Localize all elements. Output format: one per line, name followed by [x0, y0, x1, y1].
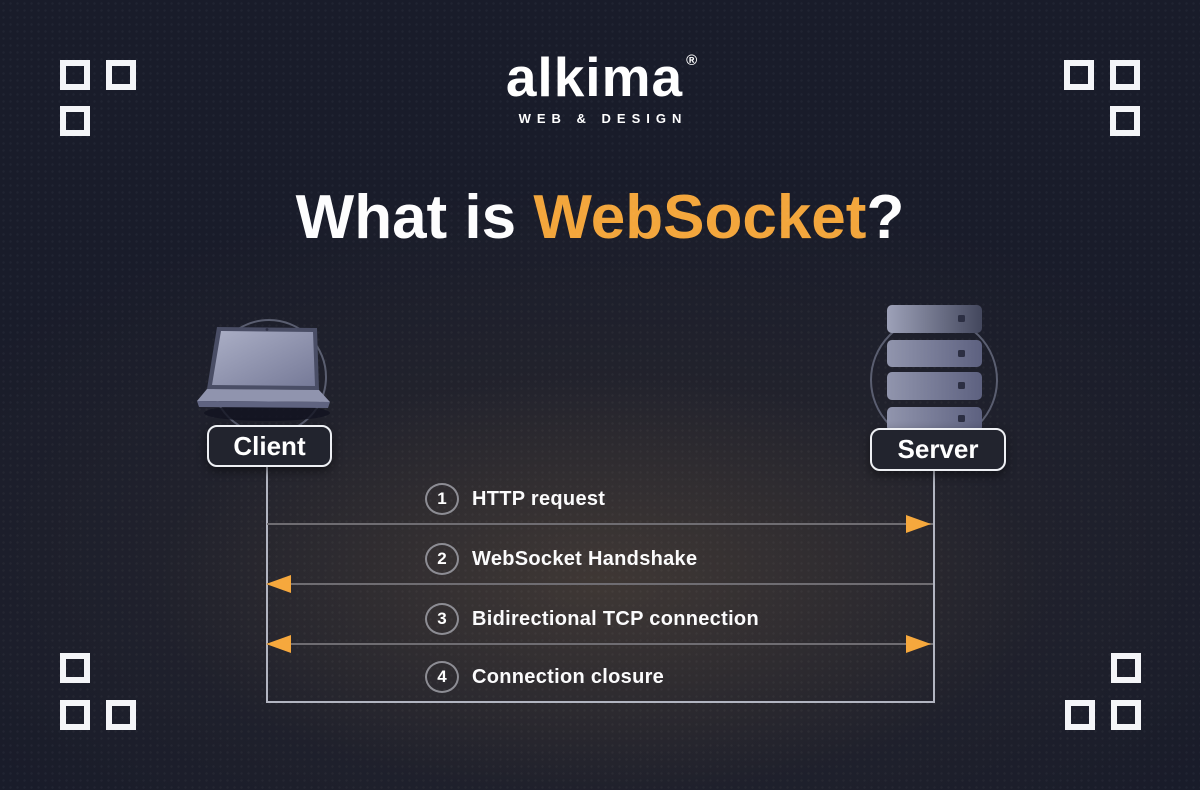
step-label: Connection closure	[472, 665, 665, 688]
arrowhead-left-icon	[266, 635, 291, 653]
brand-logo: alkima® WEB & DESIGN	[0, 50, 1200, 127]
deco-square	[1110, 60, 1140, 90]
deco-square	[60, 653, 90, 683]
deco-square	[1110, 106, 1140, 136]
deco-square	[60, 106, 90, 136]
laptop-icon	[197, 319, 330, 425]
client-label: Client	[207, 425, 332, 467]
deco-square	[1111, 700, 1141, 730]
step-label: WebSocket Handshake	[472, 547, 698, 570]
registered-trademark-symbol: ®	[686, 52, 698, 69]
deco-square	[1065, 700, 1095, 730]
arrowhead-right-icon	[906, 635, 931, 653]
server-label-text: Server	[897, 434, 979, 464]
step-number-badge: 1	[425, 483, 459, 515]
page-title: What is WebSocket?	[0, 182, 1200, 253]
title-prefix: What is	[295, 183, 534, 252]
deco-square	[60, 60, 90, 90]
deco-square	[1111, 653, 1141, 683]
step-connection-closure: 4 Connection closure	[425, 660, 664, 694]
step-http-request: 1 HTTP request	[425, 482, 605, 516]
message-line-http-request	[267, 523, 933, 525]
step-number-badge: 4	[425, 661, 459, 693]
client-label-text: Client	[233, 430, 306, 461]
title-highlight: WebSocket	[533, 183, 867, 252]
server-icon	[870, 305, 998, 432]
deco-square	[1064, 60, 1094, 90]
deco-square	[60, 700, 90, 730]
arrowhead-left-icon	[266, 575, 291, 593]
message-line-websocket-handshake	[267, 583, 933, 585]
step-label: Bidirectional TCP connection	[472, 607, 759, 630]
step-label: HTTP request	[472, 487, 606, 510]
brand-tagline: WEB & DESIGN	[518, 111, 688, 126]
message-line-bidirectional-tcp	[267, 643, 933, 645]
step-bidirectional-tcp: 3 Bidirectional TCP connection	[425, 602, 759, 636]
server-label: Server	[870, 428, 1006, 471]
deco-square	[106, 700, 136, 730]
deco-square	[106, 60, 136, 90]
server-lifeline	[933, 470, 935, 703]
title-suffix: ?	[866, 183, 905, 252]
brand-wordmark: alkima	[505, 46, 684, 108]
step-websocket-handshake: 2 WebSocket Handshake	[425, 542, 697, 576]
step-number-badge: 3	[425, 603, 459, 635]
message-line-connection-closure	[267, 701, 933, 703]
step-number-badge: 2	[425, 543, 459, 575]
arrowhead-right-icon	[906, 515, 931, 533]
